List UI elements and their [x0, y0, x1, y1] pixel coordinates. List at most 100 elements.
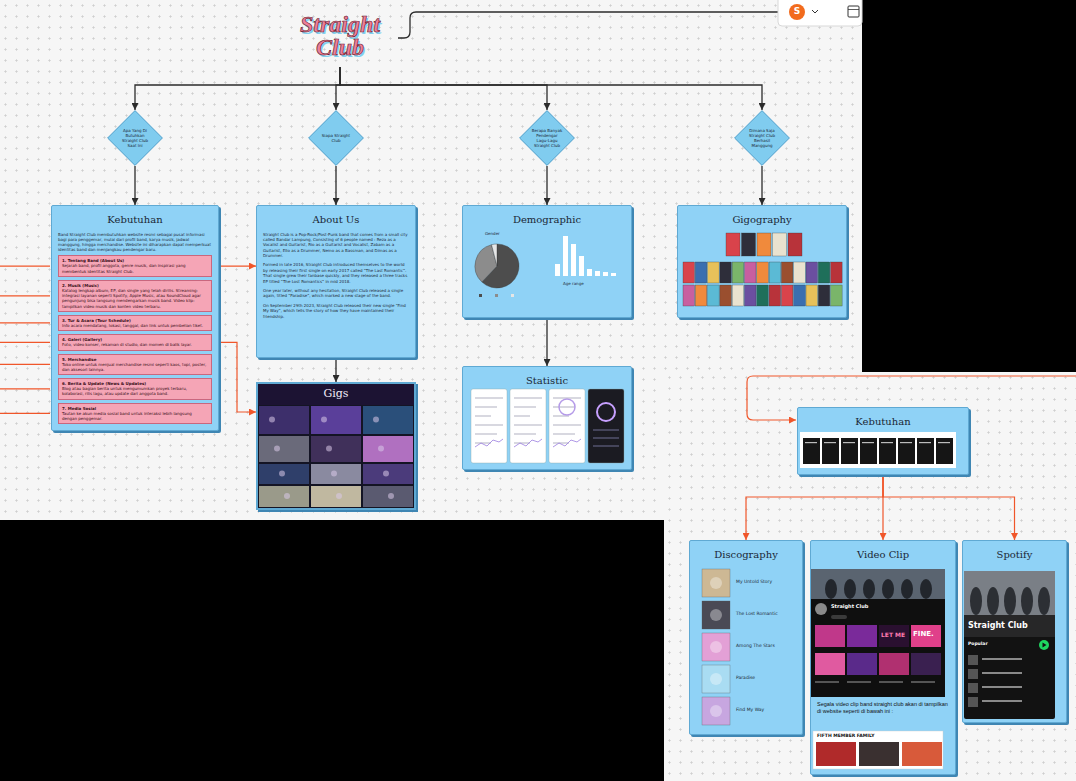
track-thumb [968, 697, 978, 707]
cover-art [710, 577, 722, 589]
incoming-line [0, 265, 50, 266]
gig-poster [806, 285, 818, 306]
thumb-title: FINE. [913, 630, 934, 638]
requirement-item: 6. Berita & Update (News & Updates)Blog … [58, 378, 212, 400]
phone-screen [510, 389, 546, 463]
channel-banner [811, 569, 945, 599]
thumb-caption-line [815, 681, 839, 683]
track-title: My Untold Story [736, 579, 772, 584]
gig-poster [788, 233, 802, 256]
ibody-text: Sejarah band, profil anggota, genre musi… [62, 263, 208, 273]
content-card: Statistic [462, 366, 632, 470]
tile-line [805, 442, 817, 443]
flow-arrow [746, 475, 883, 540]
ibody-text: Tautan ke akun media sosial band untuk i… [62, 411, 208, 421]
ibody-text: Katalog lengkap album, EP, dan single ya… [62, 288, 208, 309]
tile-line [843, 442, 855, 443]
stat-line [475, 406, 497, 408]
head-text: Gigography [684, 206, 840, 226]
cover-art [710, 673, 722, 685]
stat-ring [559, 399, 575, 415]
channel-name: Straight Club [831, 604, 868, 610]
section-title: Popular [968, 641, 988, 646]
content-card: About UsStraight Club is a Pop-Rock/Post… [256, 205, 416, 358]
head-text: Discography [696, 541, 796, 561]
video-thumb [911, 625, 941, 647]
play-icon [1043, 643, 1047, 648]
stage-light [331, 471, 337, 477]
gig-poster [732, 285, 744, 306]
legend-dot [479, 294, 482, 297]
content-card: Gigography [677, 205, 847, 318]
content-card: DemographicGenderAge range [462, 205, 632, 318]
stage-light [321, 417, 327, 423]
gig-poster [745, 285, 757, 306]
decision-diamond: Apa Yang Di Butuhkan Straight Club Saat … [107, 110, 163, 166]
gig-poster [742, 233, 756, 256]
band-logo: Straight Club [283, 5, 397, 67]
screen-ground [811, 569, 945, 697]
panel-icon [848, 6, 859, 17]
photo-tile [311, 436, 361, 462]
pie-slice [475, 245, 497, 282]
collage-strip [258, 384, 414, 405]
track-line [982, 686, 1022, 688]
stat-line [475, 397, 503, 399]
caption-text: Segala video clip band straight club aka… [817, 701, 951, 715]
subscribe-pill [831, 615, 847, 619]
flow-arrow [883, 475, 1015, 540]
gig-poster [720, 262, 732, 283]
gig-poster [757, 285, 769, 306]
gig-poster [695, 285, 707, 306]
dtext-text: Apa Yang Di Butuhkan Straight Club Saat … [119, 128, 151, 148]
gig-poster [794, 285, 806, 306]
thumb-caption-line [847, 681, 871, 683]
incoming-line [0, 295, 50, 296]
stat-line [514, 424, 542, 426]
requirement-strip [800, 432, 956, 468]
head-text: Kebutuhan [804, 408, 962, 428]
gigs-text: Gigs [258, 384, 414, 401]
chart-label: Gender [485, 232, 500, 237]
photo-tile [311, 406, 361, 434]
dtext-text: Berapa Banyak Pendengar Lagu-Lagu Straig… [531, 128, 563, 148]
stat-graph [553, 439, 581, 447]
band-figure [970, 587, 982, 615]
photo-card: Gigs [256, 382, 416, 510]
photo-tile [259, 406, 309, 434]
gig-poster [726, 233, 740, 256]
photo-tile [363, 486, 413, 507]
photo-tile [259, 436, 309, 462]
flow-arrow [546, 318, 547, 366]
age-bar [595, 271, 600, 276]
requirement-tile [860, 438, 877, 464]
band-figure [1038, 587, 1050, 615]
stage-light [336, 493, 342, 499]
video-thumb [847, 625, 877, 647]
stat-line [553, 424, 581, 426]
requirement-item: 5. MerchandiseToko online untuk menjual … [58, 354, 212, 376]
age-bar [587, 269, 592, 276]
requirement-item: 1. Tentang Band (About Us)Sejarah band, … [58, 255, 212, 277]
gig-poster [818, 262, 830, 283]
head-text: Statistic [469, 367, 625, 387]
stat-line [475, 433, 497, 435]
ihead-text: 1. Tentang Band (About Us) [62, 258, 208, 263]
tile-line [862, 442, 874, 443]
tile-line [938, 442, 950, 443]
incoming-line [0, 342, 50, 343]
age-bar [555, 264, 560, 276]
decision-diamond: Berapa Banyak Pendengar Lagu-Lagu Straig… [519, 110, 575, 166]
gig-poster [794, 262, 806, 283]
gig-poster [732, 262, 744, 283]
body4-text: Band Straight Club membutuhkan website r… [58, 232, 212, 253]
tile-line [900, 442, 912, 443]
para-text: Formed in late 2016, Straight Club intro… [263, 262, 409, 284]
head-text: About Us [263, 206, 409, 226]
band-figure [863, 579, 875, 599]
panel-icon [848, 9, 859, 10]
album-covers [690, 541, 804, 736]
gig-poster [708, 262, 720, 283]
video-thumb [847, 653, 877, 675]
age-bar [579, 256, 584, 276]
